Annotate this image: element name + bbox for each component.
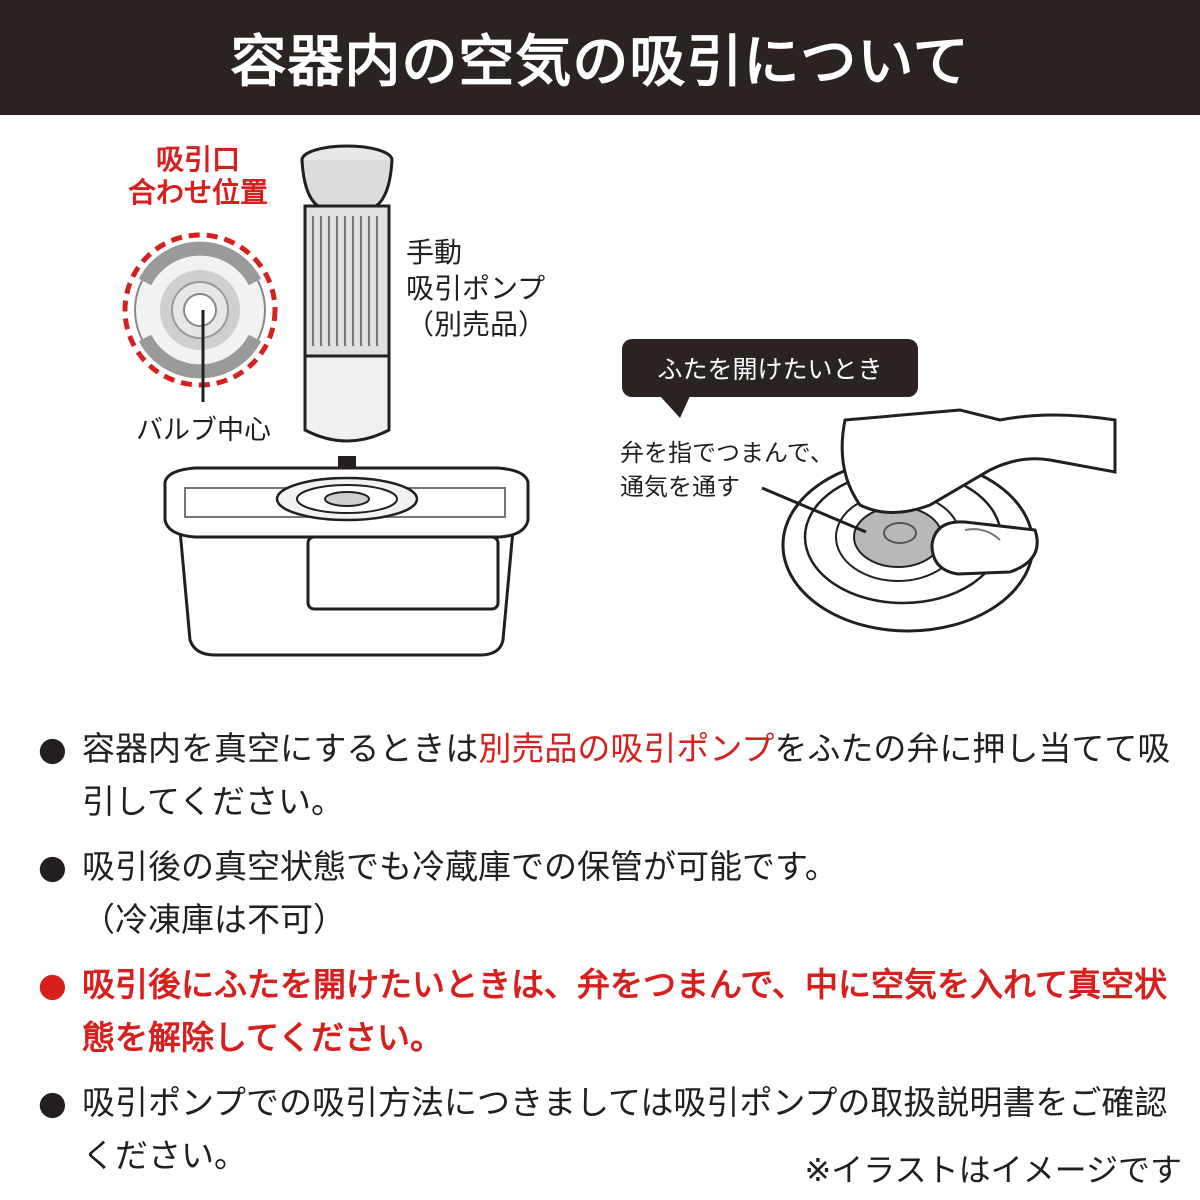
highlight-text: 別売品の吸引ポンプ [478,729,775,768]
suction-port-label: 吸引口 合わせ位置 [127,143,268,209]
note-text: 吸引後にふたを開けたいときは、弁をつまんで、中に空気を入れて真空状態を解除してく… [82,965,1168,1057]
pump-container-illustration [122,144,1117,657]
bullet: ● [38,1083,67,1122]
pinch-valve-label: 弁を指でつまんで、 通気を通す [620,439,834,501]
note-item-warning: ● 吸引後にふたを開けたいときは、弁をつまんで、中に空気を入れて真空状態を解除し… [38,958,1178,1064]
note-item: ● 吸引ポンプでの吸引方法につきましては吸引ポンプの取扱説明書をご確認ください。 [38,1076,1178,1182]
notes-list: ● 容器内を真空にするときは別売品の吸引ポンプをふたの弁に押し当てて吸引してくだ… [38,722,1178,1194]
note-item: ● 吸引後の真空状態でも冷蔵庫での保管が可能です。 （冷凍庫は不可） [38,840,1178,946]
note-text: 吸引後の真空状態でも冷蔵庫での保管が可能です。 （冷凍庫は不可） [82,847,838,939]
suction-pump-icon [300,144,394,443]
note-text: 容器内を真空にするときは別売品の吸引ポンプをふたの弁に押し当てて吸引してください… [82,729,1171,821]
page-header: 容器内の空気の吸引について [0,0,1200,115]
note-item: ● 容器内を真空にするときは別売品の吸引ポンプをふたの弁に押し当てて吸引してくだ… [38,722,1178,828]
pinch-valve-illustration [761,408,1117,633]
open-lid-callout: ふたを開けたいとき [622,339,918,397]
bullet: ● [38,847,67,886]
valve-center-label: バルブ中心 [136,415,271,446]
bullet: ● [38,729,67,768]
bullet: ● [38,965,67,1004]
note-text: 吸引ポンプでの吸引方法につきましては吸引ポンプの取扱説明書をご確認ください。 [82,1083,1168,1175]
bubble-pointer [660,396,690,418]
food-container-icon [163,466,530,657]
image-disclaimer: ※イラストはイメージです [804,1151,1182,1189]
page-title: 容器内の空気の吸引について [230,30,970,95]
valve-detail-icon [122,232,278,402]
pump-label: 手動 吸引ポンプ （別売品） [406,236,547,341]
